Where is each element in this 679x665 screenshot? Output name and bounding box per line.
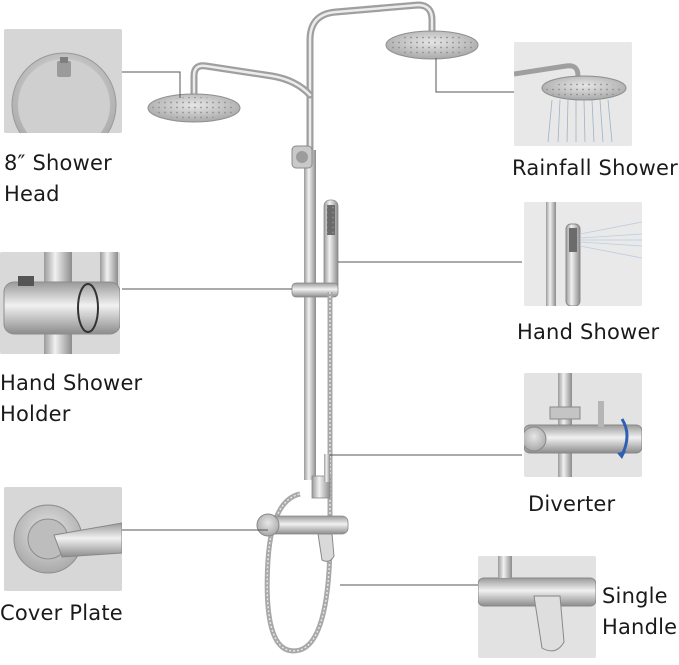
hand-shower-label: Hand Shower (517, 320, 660, 344)
main-riser (304, 150, 316, 480)
mixer-body (267, 515, 349, 535)
eight-inch-shower-head (147, 93, 241, 123)
rainfall-shower-label: Rainfall Shower (512, 156, 678, 180)
rainfall-shower-thumbnail (514, 42, 632, 146)
shower-hose (264, 292, 333, 654)
cover-plate-thumbnail (4, 487, 122, 591)
hand-shower-holder (291, 282, 339, 298)
single-handle-label: Single Handle (602, 584, 678, 639)
hand-shower-holder-thumbnail (0, 252, 120, 354)
hand-shower-holder-label: Hand Shower Holder (0, 371, 143, 426)
diverter-label: Diverter (528, 492, 616, 516)
single-handle-lever (317, 533, 335, 562)
cover-plate-label: Cover Plate (0, 601, 123, 625)
single-handle-thumbnail (478, 556, 596, 658)
hand-shower-thumbnail (524, 202, 642, 306)
shower-head-thumbnail (4, 29, 122, 133)
rainfall-shower-head (385, 30, 479, 60)
shower-head-arm (190, 62, 314, 100)
shower-head-label: 8″ Shower Head (4, 151, 112, 206)
diverter-thumbnail (524, 373, 642, 477)
hand-shower (323, 199, 339, 291)
